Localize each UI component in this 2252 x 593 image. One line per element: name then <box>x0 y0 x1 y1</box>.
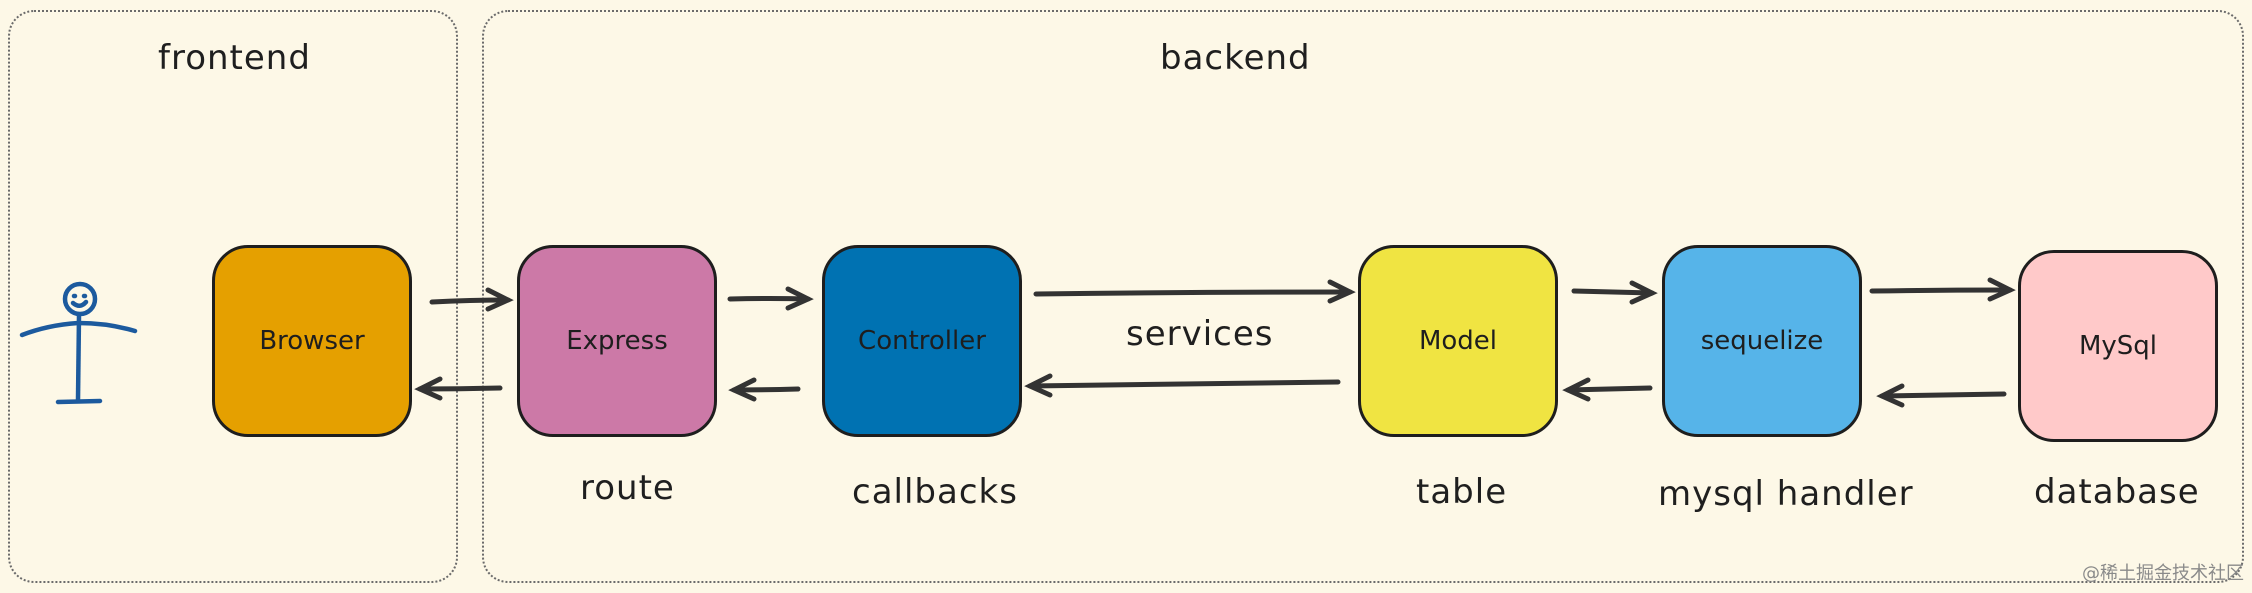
watermark: @稀土掘金技术社区 <box>2082 563 2244 584</box>
mysql-handler-caption: mysql handler <box>1658 474 1914 514</box>
arrow-browser-to-express <box>429 287 514 312</box>
browser-node: Browser <box>212 245 412 437</box>
callbacks-caption: callbacks <box>852 472 1018 512</box>
model-node: Model <box>1358 245 1558 437</box>
controller-node: Controller <box>822 245 1022 437</box>
frontend-label: frontend <box>158 38 311 78</box>
table-caption: table <box>1416 472 1508 512</box>
arrow-model-to-controller <box>1024 373 1341 398</box>
route-caption: route <box>580 468 675 508</box>
arrow-model-to-sequelize <box>1571 280 1658 305</box>
arrow-mysql-to-sequelize <box>1876 383 2007 408</box>
arrow-sequelize-to-mysql <box>1869 277 2016 302</box>
sequelize-node: sequelize <box>1662 245 1862 437</box>
backend-label: backend <box>1160 38 1311 78</box>
mysql-node: MySql <box>2018 250 2218 442</box>
stick-figure-icon <box>19 281 138 405</box>
database-caption: database <box>2034 472 2200 512</box>
backend-region <box>482 10 2244 583</box>
arrow-sequelize-to-model <box>1562 377 1653 402</box>
services-caption: services <box>1126 314 1274 354</box>
frontend-region <box>8 10 458 583</box>
arrow-express-to-browser <box>414 376 503 401</box>
arrow-controller-to-express <box>728 377 801 402</box>
arrow-express-to-controller <box>727 286 814 311</box>
arrow-controller-to-model <box>1033 279 1356 304</box>
express-node: Express <box>517 245 717 437</box>
